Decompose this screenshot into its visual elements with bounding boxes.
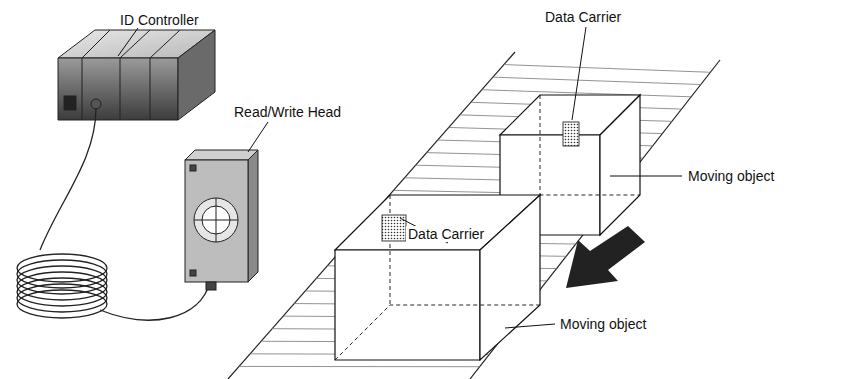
cable-coil	[17, 272, 107, 300]
direction-arrow	[566, 226, 645, 288]
belt-stripe	[239, 366, 480, 367]
id-controller	[58, 30, 215, 120]
part-label: ID Controller	[118, 12, 201, 28]
cable-coil	[17, 278, 107, 306]
conveyor-belt	[228, 52, 720, 379]
belt-stripe	[493, 77, 701, 84]
part-label: Read/Write Head	[232, 104, 343, 120]
part-label: Moving object	[686, 168, 776, 184]
part-label: Data Carrier	[543, 9, 623, 25]
belt-stripe	[504, 65, 710, 73]
moving-object-box	[335, 195, 540, 360]
part-label: Data Carrier	[406, 226, 486, 242]
read-write-head	[185, 150, 258, 290]
cable	[17, 108, 210, 320]
data-carrier-tag	[563, 122, 579, 146]
cable-coil	[17, 284, 107, 312]
part-label: Moving object	[558, 316, 648, 332]
leader-line	[118, 27, 682, 328]
cable-coil	[17, 290, 107, 318]
